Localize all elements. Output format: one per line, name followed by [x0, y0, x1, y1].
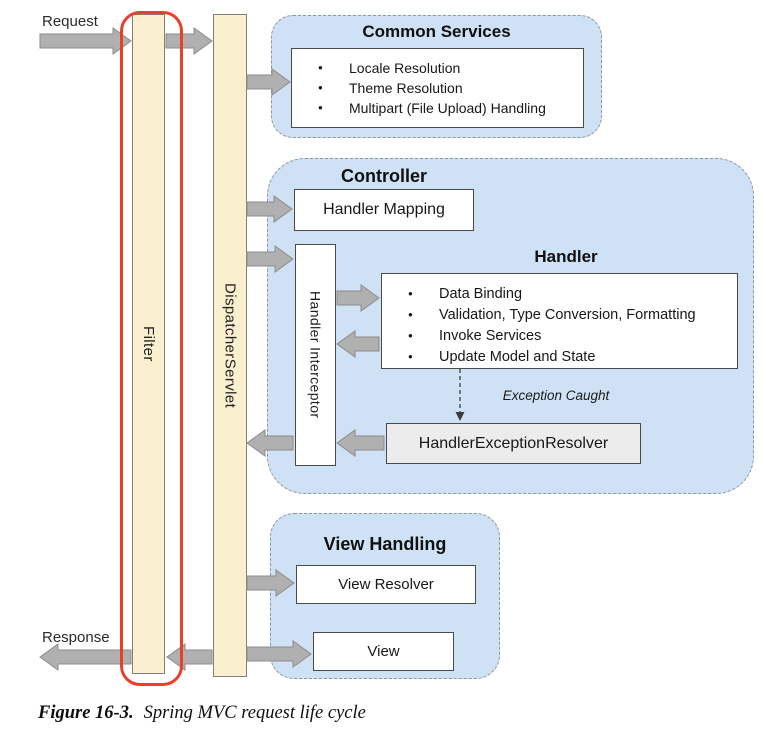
view-handling-title: View Handling [323, 534, 447, 554]
handler-mapping-box: Handler Mapping [294, 189, 474, 231]
view-box: View [313, 632, 454, 671]
handler-interceptor-label: Handler Interceptor [307, 291, 324, 419]
handler-interceptor-box: Handler Interceptor [295, 244, 336, 466]
handler-box: Data Binding Validation, Type Conversion… [381, 273, 738, 369]
figure-number: Figure 16-3. [38, 703, 134, 723]
response-outer-arrow [39, 643, 132, 671]
list-item: Multipart (File Upload) Handling [292, 98, 581, 118]
filter-bar-label: Filter [140, 326, 157, 362]
common-services-group: Common Services Locale Resolution Theme … [271, 15, 602, 138]
request-arrow [39, 27, 132, 55]
request-label: Request [42, 13, 98, 30]
handler-title: Handler [534, 247, 598, 266]
list-item: Locale Resolution [292, 58, 581, 78]
list-item: Data Binding [382, 284, 735, 305]
controller-group: Controller Handler Mapping Handler Inter… [267, 158, 754, 494]
list-item: Validation, Type Conversion, Formatting [382, 305, 735, 326]
filter-to-dispatcher-arrow [165, 27, 213, 55]
response-label: Response [42, 629, 110, 646]
list-item: Invoke Services [382, 326, 735, 347]
figure-caption: Figure 16-3. Spring MVC request life cycl… [38, 703, 366, 724]
list-item: Theme Resolution [292, 78, 581, 98]
view-handling-group: View Handling View Resolver View [270, 513, 500, 679]
response-inner-arrow [166, 643, 213, 671]
list-item: Update Model and State [382, 347, 735, 368]
dispatcher-servlet-label: DispatcherServlet [221, 282, 239, 409]
common-services-list: Locale Resolution Theme Resolution Multi… [292, 49, 583, 118]
controller-title: Controller [340, 166, 427, 186]
filter-bar: Filter [132, 14, 165, 674]
common-services-title: Common Services [362, 22, 511, 41]
figure-caption-text: Spring MVC request life cycle [143, 703, 366, 723]
handler-task-list: Data Binding Validation, Type Conversion… [382, 274, 737, 368]
handler-exception-resolver-box: HandlerExceptionResolver [386, 423, 641, 464]
common-services-box: Locale Resolution Theme Resolution Multi… [291, 48, 584, 128]
exception-caught-label: Exception Caught [502, 388, 610, 403]
dispatcher-servlet-bar: DispatcherServlet [213, 14, 247, 677]
view-resolver-box: View Resolver [296, 565, 476, 604]
